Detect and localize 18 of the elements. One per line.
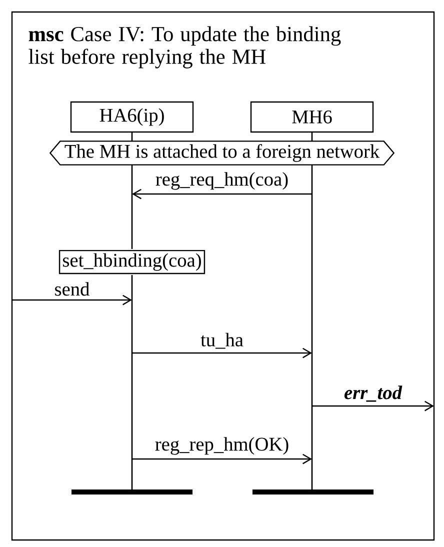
- end-bar: [252, 490, 374, 494]
- end-bar: [72, 490, 192, 494]
- msc-frame: [11, 11, 435, 541]
- instance-box: MH6: [250, 101, 374, 133]
- message-arrow: [132, 188, 312, 200]
- message-arrow: [132, 348, 312, 358]
- message-arrow: [12, 294, 132, 306]
- message-label: send: [55, 282, 90, 296]
- message-arrow: [132, 454, 312, 464]
- frame-heading: msc Case IV: To update the binding list before replying the MH: [28, 26, 341, 68]
- message-label: reg_rep_hm(OK): [155, 437, 288, 455]
- message-label: reg_req_hm(coa): [156, 172, 288, 190]
- message-arrow: [312, 400, 434, 412]
- message-label: err_tod: [344, 386, 402, 402]
- message-label: tu_ha: [200, 332, 244, 349]
- action-box: set_hbinding(coa): [58, 250, 206, 274]
- instance-box: HA6(ip): [70, 101, 194, 133]
- lifeline: [131, 275, 133, 490]
